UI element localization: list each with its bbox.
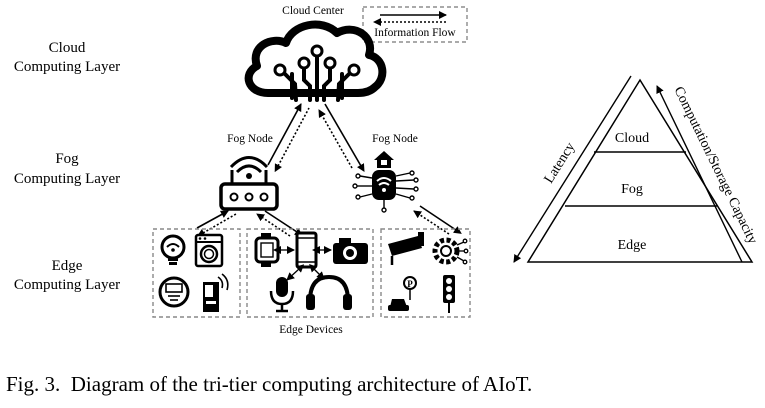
fog-node-left-label: Fog Node: [227, 133, 273, 145]
cloud-fog-links: [267, 103, 365, 173]
fog-layer-subtitle: Computing Layer: [14, 171, 120, 187]
fog-node-right-label: Fog Node: [372, 133, 418, 145]
smart-bulb-icon: [160, 234, 186, 265]
svg-text:P: P: [407, 279, 413, 289]
device-links: [273, 246, 332, 281]
edge-group-personal: [246, 228, 374, 318]
cloud-circuit-icon: [244, 20, 387, 102]
headphones-icon: [306, 274, 352, 310]
pyramid-outline: [526, 78, 754, 263]
edge-layer-subtitle: Computing Layer: [14, 277, 120, 293]
pyramid-level-cloud: Cloud: [615, 131, 649, 146]
cloud-layer-title: Cloud: [49, 40, 86, 56]
cloud-layer-subtitle: Computing Layer: [14, 59, 120, 75]
legend-label: Information Flow: [374, 27, 456, 39]
edge-layer-title: Edge: [52, 258, 83, 274]
washing-machine-icon: [194, 233, 224, 268]
smartphone-icon: [295, 231, 318, 269]
cctv-camera-icon: [388, 232, 424, 265]
camera-icon: [333, 238, 368, 264]
latency-arrow: [513, 75, 632, 263]
pyramid: Cloud Fog Edge Latency Computation/Stora…: [513, 75, 760, 263]
traffic-light-icon: [443, 275, 455, 313]
latency-label: Latency: [542, 140, 579, 186]
pyramid-level-fog: Fog: [621, 182, 643, 197]
edge-group-home: [152, 228, 241, 318]
fog-layer-title: Fog: [55, 151, 79, 167]
vending-machine-icon: [203, 273, 229, 312]
pyramid-level-edge: Edge: [618, 238, 647, 253]
smartwatch-icon: [254, 233, 280, 267]
smart-home-wifi-icon: [352, 151, 419, 213]
parking-car-icon: P: [388, 276, 417, 311]
legend: Information Flow: [362, 6, 468, 43]
edge-devices-label: Edge Devices: [279, 324, 343, 336]
cloud-center-label: Cloud Center: [282, 5, 344, 17]
microphone-icon: [269, 277, 295, 313]
edge-group-city: [380, 228, 471, 318]
capacity-arrow: [656, 85, 743, 263]
figure-caption: Fig. 3. Diagram of the tri-tier computin…: [6, 372, 532, 396]
smart-meter-icon: [158, 276, 190, 308]
smart-gear-icon: [432, 237, 469, 265]
router-icon: [219, 156, 279, 211]
